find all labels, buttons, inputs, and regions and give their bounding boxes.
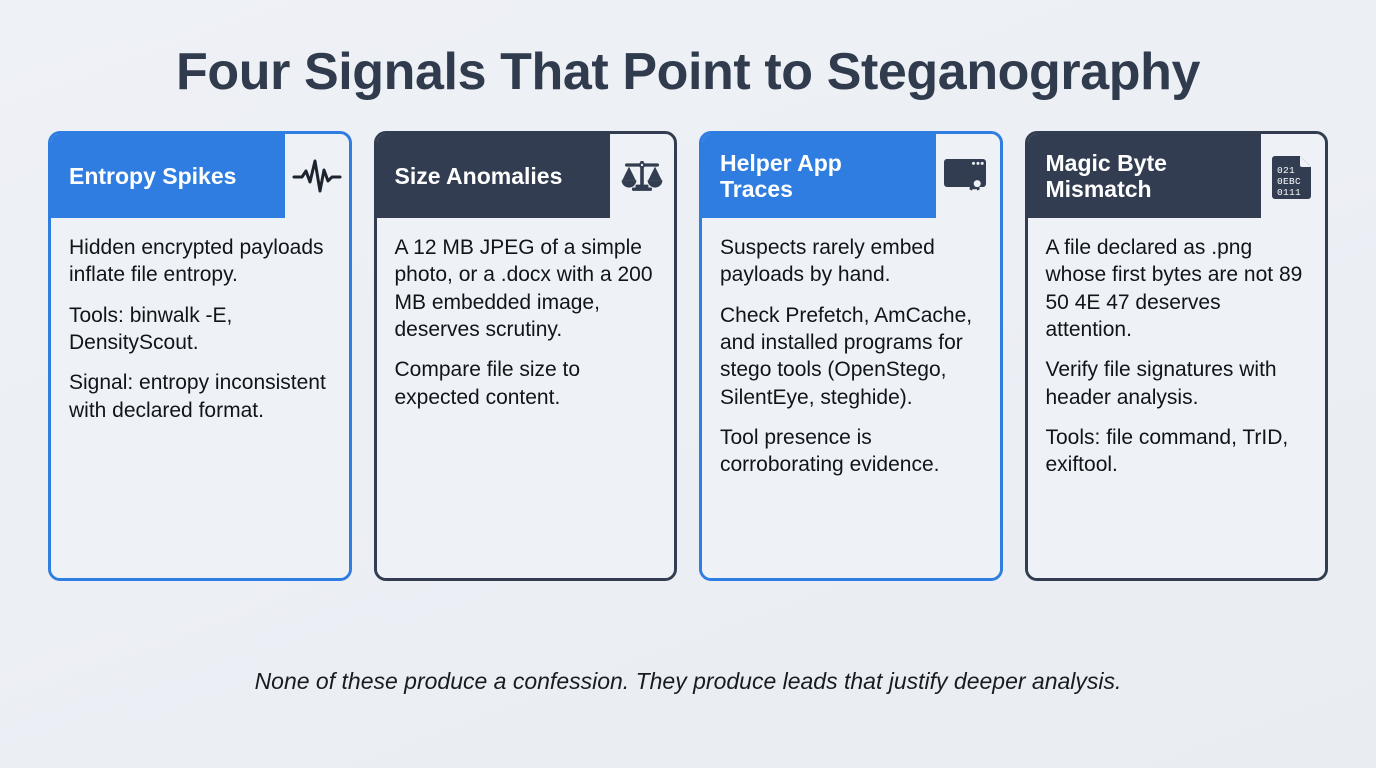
card-paragraph: Suspects rarely embed payloads by hand. xyxy=(720,236,935,287)
signal-card-size-anomalies: Size Anomalies xyxy=(373,131,677,582)
card-body: Suspects rarely embed payloads by hand. … xyxy=(702,218,1000,579)
signal-card-magic-byte-mismatch: Magic Byte Mismatch 021 0EBC 0111 A file… xyxy=(1024,131,1328,582)
footer-container: None of these produce a confession. They… xyxy=(0,668,1376,695)
card-paragraph: Check Prefetch, AmCache, and installed p… xyxy=(720,303,973,409)
card-header: Entropy Spikes xyxy=(51,134,349,219)
app-window-gear-icon xyxy=(935,134,1000,219)
card-paragraph: Tool presence is corroborating evidence. xyxy=(720,425,940,477)
card-paragraph: Hidden encrypted payloads inflate file e… xyxy=(69,236,324,287)
signal-card-entropy-spikes: Entropy Spikes Hidden encrypted payloads… xyxy=(48,131,352,582)
card-body: Hidden encrypted payloads inflate file e… xyxy=(51,218,349,579)
waveform-icon xyxy=(284,134,349,219)
card-header: Size Anomalies xyxy=(376,134,674,219)
card-title: Helper App Traces xyxy=(720,149,842,203)
page-title: Four Signals That Point to Steganography xyxy=(175,43,1201,101)
card-paragraph: A file declared as .png whose first byte… xyxy=(1045,236,1303,342)
card-body: A 12 MB JPEG of a simple photo, or a .do… xyxy=(376,218,674,579)
title-container: Four Signals That Point to Steganography xyxy=(0,0,1376,101)
card-header: Magic Byte Mismatch 021 0EBC 0111 xyxy=(1027,134,1325,219)
card-title: Size Anomalies xyxy=(394,162,563,189)
card-header: Helper App Traces xyxy=(702,134,1000,219)
card-paragraph: Tools: binwalk -E, DensityScout. xyxy=(69,303,233,355)
card-title: Entropy Spikes xyxy=(69,162,237,189)
card-paragraph: A 12 MB JPEG of a simple photo, or a .do… xyxy=(394,236,653,342)
card-body: A file declared as .png whose first byte… xyxy=(1027,218,1325,579)
footer-note: None of these produce a confession. They… xyxy=(254,668,1122,694)
signal-card-helper-app-traces: Helper App Traces xyxy=(699,131,1003,582)
card-paragraph: Tools: file command, TrID, exiftool. xyxy=(1045,425,1289,477)
card-paragraph: Verify file signatures with header analy… xyxy=(1045,358,1277,409)
hex-file-icon: 021 0EBC 0111 xyxy=(1261,134,1325,219)
card-title: Magic Byte Mismatch xyxy=(1045,149,1167,203)
card-paragraph: Signal: entropy inconsistent with declar… xyxy=(69,371,326,422)
card-paragraph: Compare file size to expected content. xyxy=(394,358,581,409)
balance-scale-icon xyxy=(610,134,674,219)
hex-line-2: 0EBC xyxy=(1277,176,1301,187)
signal-cards-row: Entropy Spikes Hidden encrypted payloads… xyxy=(0,131,1376,582)
hex-line-3: 0111 xyxy=(1277,187,1301,198)
hex-line-1: 021 xyxy=(1277,165,1295,176)
